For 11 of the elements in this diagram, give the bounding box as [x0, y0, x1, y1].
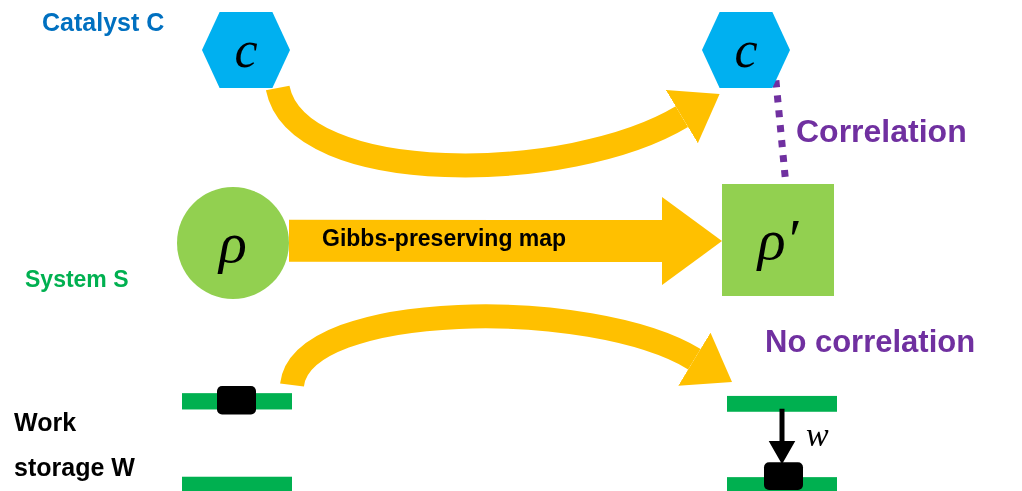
- math-symbol: ρ: [219, 214, 247, 272]
- node-caption: System S: [25, 265, 130, 294]
- work-symbol: w: [806, 415, 829, 455]
- node-caption: Catalyst C: [42, 7, 166, 38]
- arrow: [289, 197, 722, 286]
- node-caption: Work storage W: [14, 407, 136, 483]
- note-label: No correlation: [765, 323, 976, 361]
- math-symbol: c: [734, 24, 758, 76]
- edge-label: Gibbs-preserving map: [322, 225, 567, 253]
- math-symbol: c: [234, 24, 258, 76]
- math-symbol: ρ′: [757, 211, 799, 269]
